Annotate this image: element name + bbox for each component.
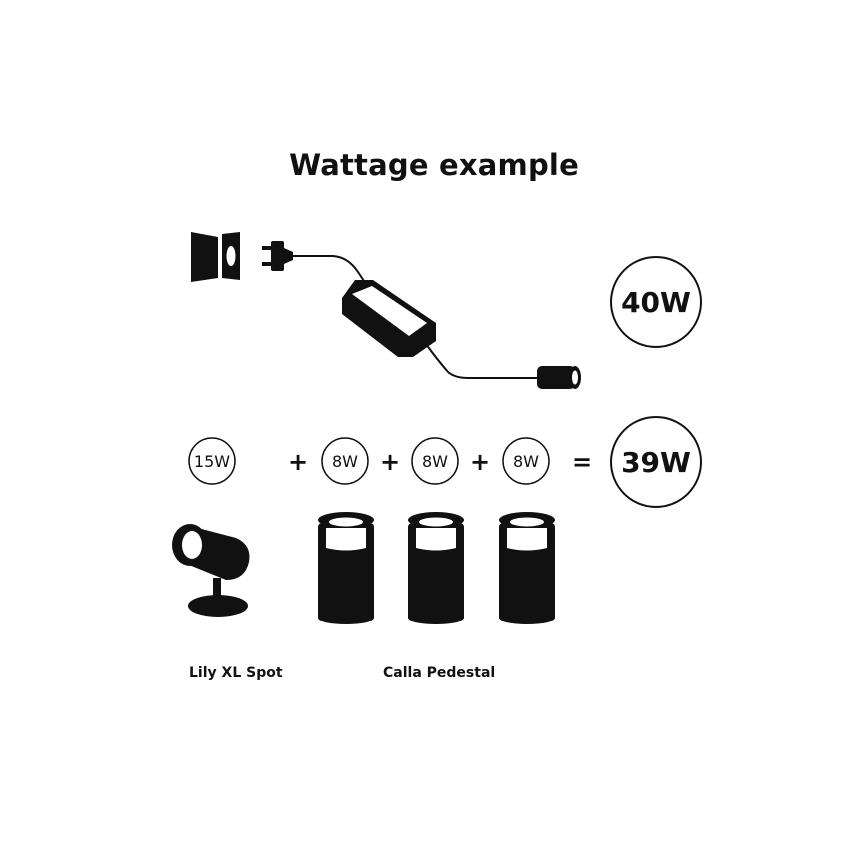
calla-pedestal-label: Calla Pedestal [383,665,496,681]
badge-value: 8W [332,452,358,471]
lily-xl-spot-wattage-badge: 15W [188,437,236,485]
calla-pedestal-wattage-badge: 8W [411,437,459,485]
lily-xl-spot-label: Lily XL Spot [189,665,283,681]
pedestal-light-icon [408,512,464,624]
pedestal-light-icon [318,512,374,624]
spotlight-icon [172,524,250,617]
operators: + + + = [288,448,592,476]
cable-connector-icon [537,366,581,389]
calla-pedestal-wattage-badge: 8W [321,437,369,485]
plus-operator: + [380,448,400,476]
pedestal-light-icon [499,512,555,624]
power-supply-rating-badge: 40W [610,256,702,348]
cable-upper [293,255,367,285]
power-adapter-icon [342,280,436,357]
cable-lower [425,343,542,379]
equals-operator: = [572,448,592,476]
plug-icon [262,241,293,271]
wall-socket-icon [191,232,240,282]
total-wattage-badge: 39W [610,416,702,508]
badge-value: 8W [513,452,539,471]
page-title: Wattage example [289,148,579,182]
plus-operator: + [288,448,308,476]
power-supply-rating-value: 40W [621,286,691,319]
plus-operator: + [470,448,490,476]
calla-pedestal-wattage-badge: 8W [502,437,550,485]
total-wattage-value: 39W [621,446,691,479]
badge-value: 15W [194,452,230,471]
badge-value: 8W [422,452,448,471]
